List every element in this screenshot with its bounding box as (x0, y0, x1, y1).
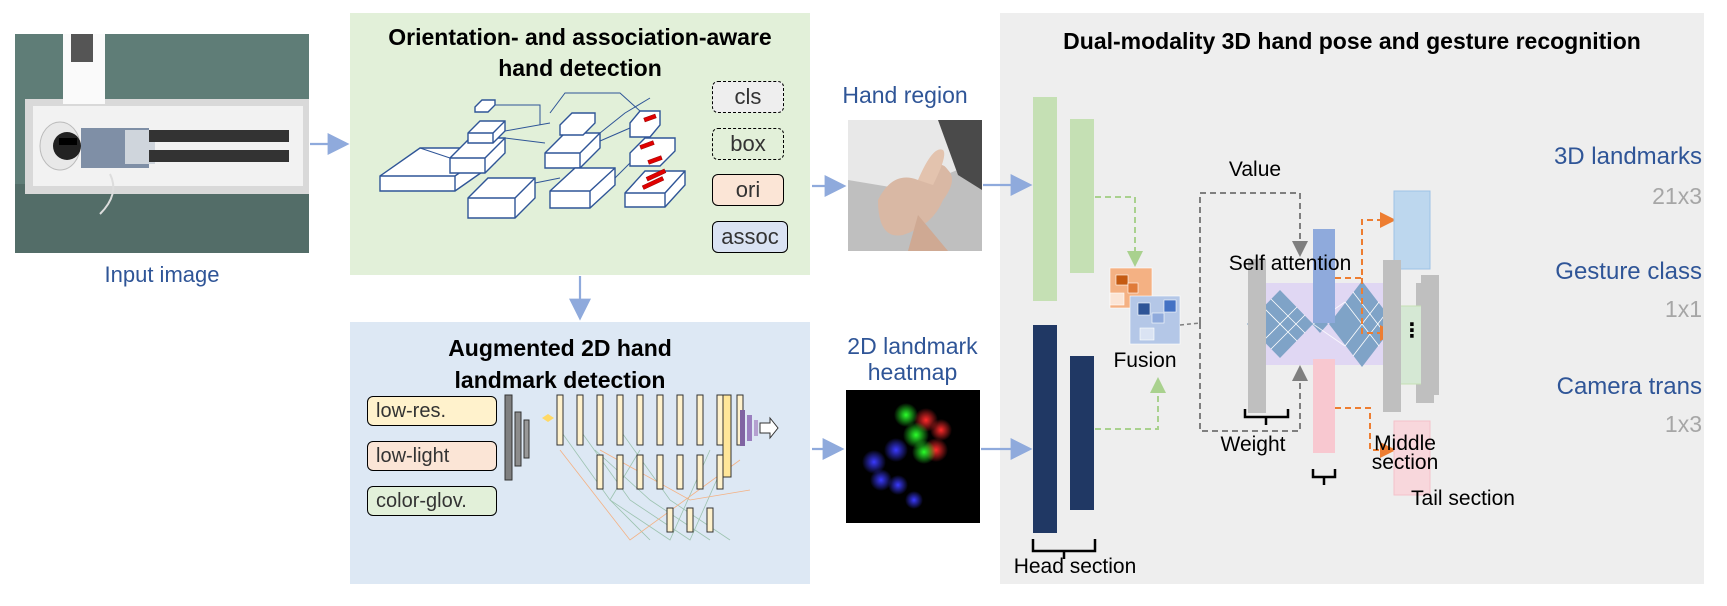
head-assoc-label: assoc (721, 224, 779, 249)
detection-title-line2: hand detection (498, 55, 662, 81)
aug-color-glov: color-glov. (367, 486, 497, 516)
hand-region-image (848, 120, 982, 251)
value-label: Value (1228, 158, 1282, 181)
head-ori: ori (712, 174, 784, 206)
recognition-title: Dual-modality 3D hand pose and gesture r… (1063, 28, 1641, 54)
landmark-network-diagram (504, 394, 779, 541)
middle-section-line2: section (1371, 451, 1439, 474)
head-section-label: Head section (1013, 555, 1137, 578)
output-3d-landmarks-dim: 21x3 (1652, 183, 1702, 209)
input-image-label: Input image (104, 262, 220, 287)
input-image (15, 34, 309, 253)
detection-network-diagram (379, 92, 686, 219)
aug-low-res: low-res. (367, 396, 497, 426)
self-attention-label: Self attention (1228, 252, 1352, 275)
head-assoc: assoc (712, 221, 788, 253)
tail-section-label: Tail section (1411, 487, 1515, 510)
output-camera-trans-name: Camera trans (1556, 373, 1702, 400)
middle-section-label: Middle section (1355, 432, 1455, 474)
head-cls-label: cls (734, 84, 762, 109)
head-ori-label: ori (735, 177, 761, 202)
middle-section-line1: Middle (1374, 432, 1436, 455)
head-box: box (712, 128, 784, 160)
output-camera-trans-dim: 1x3 (1664, 411, 1702, 437)
middle-bar-2 (1421, 275, 1439, 395)
aug-low-light-label: low-light (376, 445, 450, 467)
aug-color-glov-label: color-glov. (376, 490, 467, 512)
head-cls: cls (712, 81, 784, 113)
aug-low-light: low-light (367, 441, 497, 471)
landmark-title-line1: Augmented 2D hand (448, 335, 672, 361)
heatmap-label-line1: 2D landmark (847, 333, 978, 359)
recognition-network-diagram (1031, 97, 1434, 559)
fusion-label: Fusion (1113, 349, 1177, 372)
middle-ellipsis: ⋮ (1402, 320, 1422, 342)
detection-title-line1: Orientation- and association-aware (388, 24, 772, 50)
detection-title: Orientation- and association-aware hand … (350, 22, 810, 84)
heatmap-label: 2D landmark heatmap (835, 333, 990, 385)
weight-label: Weight (1220, 433, 1286, 456)
head-box-label: box (730, 131, 766, 156)
landmark-title: Augmented 2D hand landmark detection (350, 332, 770, 396)
output-gesture-class-dim: 1x1 (1664, 296, 1702, 322)
output-gesture-class-name: Gesture class (1555, 258, 1702, 285)
hand-region-label: Hand region (842, 82, 968, 108)
heatmap-label-line2: heatmap (867, 359, 958, 385)
landmark-title-line2: landmark detection (454, 367, 666, 393)
aug-low-res-label: low-res. (376, 400, 447, 422)
output-3d-landmarks-name: 3D landmarks (1553, 143, 1702, 170)
heatmap-image (846, 390, 980, 523)
middle-bar-1 (1383, 260, 1401, 412)
